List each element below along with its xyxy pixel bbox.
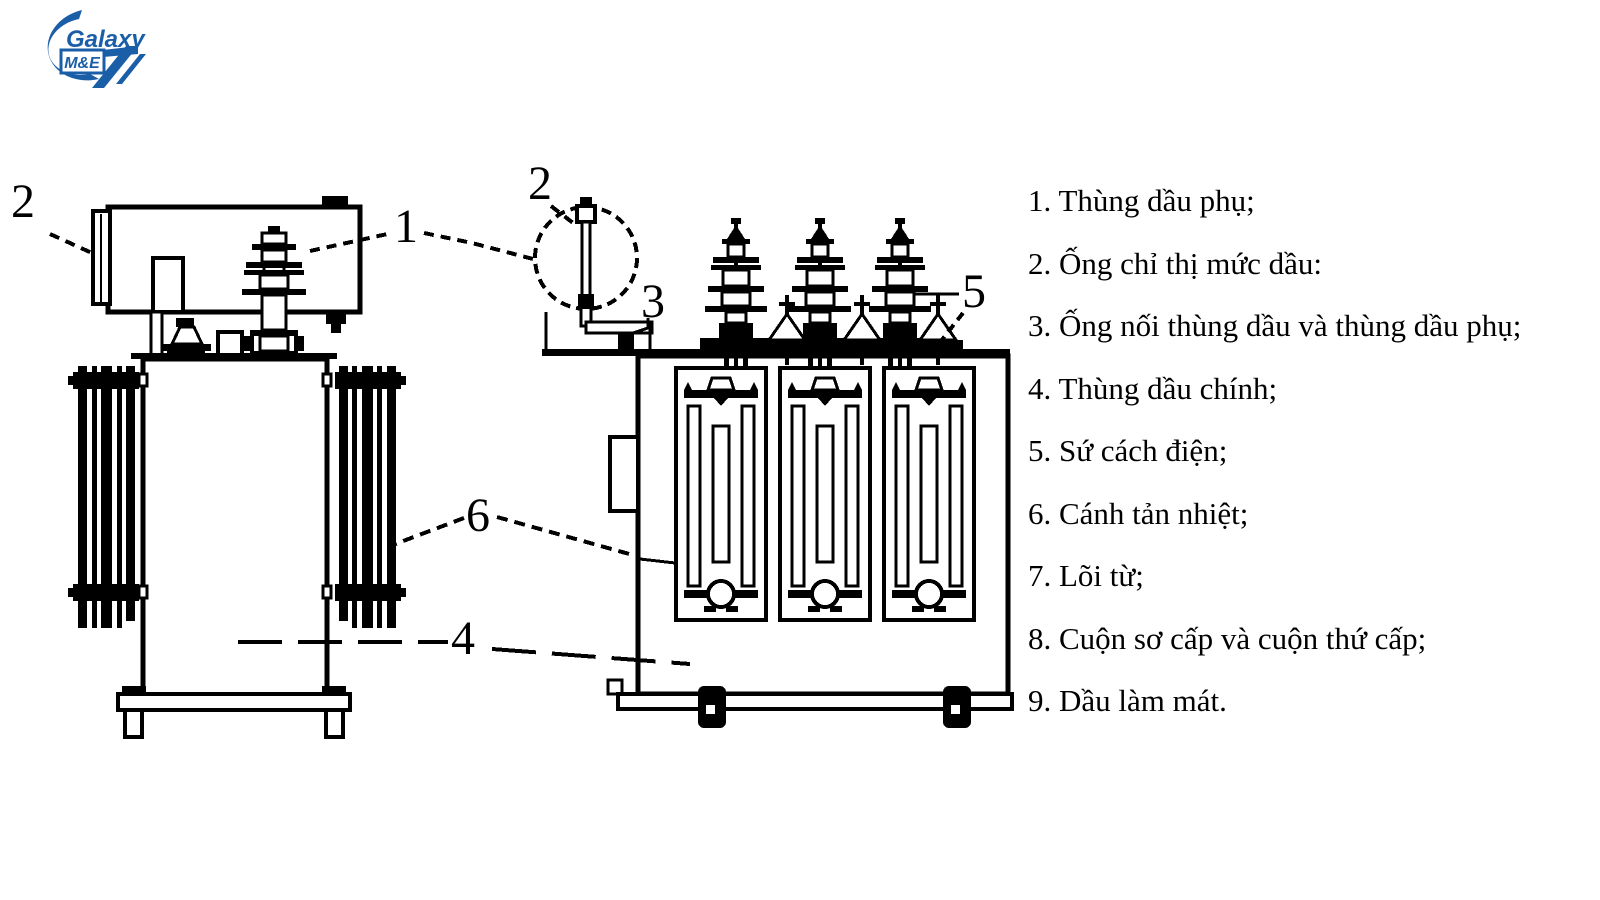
side-radiator-right bbox=[321, 366, 406, 628]
callout-3: 3 bbox=[641, 275, 665, 328]
front-tank-lid bbox=[542, 349, 1010, 356]
callout-5: 5 bbox=[962, 265, 986, 318]
side-lid-box bbox=[216, 330, 244, 357]
front-base bbox=[606, 678, 1014, 728]
logo-g-slash-small bbox=[116, 54, 146, 84]
oil-level-indicator bbox=[575, 197, 597, 309]
callout-2-right: 2 bbox=[528, 157, 552, 210]
legend-item-2: 2. Ống chỉ thị mức dầu: bbox=[1028, 245, 1323, 281]
logo-g-slash-big bbox=[92, 46, 138, 88]
galaxy-me-logo: Galaxy M&E bbox=[47, 10, 146, 88]
legend-item-1: 1. Thùng dầu phụ; bbox=[1028, 183, 1255, 219]
callout-leader-lines bbox=[49, 204, 965, 666]
front-view-transformer bbox=[533, 197, 1014, 728]
side-conservator-pipe bbox=[149, 256, 185, 357]
legend-list: 1. Thùng dầu phụ; 2. Ống chỉ thị mức dầu… bbox=[1028, 170, 1568, 733]
side-base bbox=[116, 686, 352, 739]
front-radiator-panels bbox=[674, 366, 976, 622]
logo-me-box bbox=[59, 48, 106, 75]
side-radiator-left bbox=[68, 366, 149, 628]
side-main-tank bbox=[140, 356, 330, 698]
legend-item-3: 3. Ống nối thùng dầu và thùng dầu phụ; bbox=[1028, 308, 1522, 344]
legend-item-5: 5. Sứ cách điện; bbox=[1028, 433, 1228, 469]
side-small-bushing bbox=[161, 318, 211, 355]
callout-6: 6 bbox=[466, 489, 490, 542]
callout-1: 1 bbox=[394, 200, 418, 253]
legend-item-6: 6. Cánh tản nhiệt; bbox=[1028, 495, 1249, 531]
front-hv-bushings bbox=[698, 216, 938, 370]
legend-item-4: 4. Thùng dầu chính; bbox=[1028, 370, 1278, 406]
legend-item-8: 8. Cuộn sơ cấp và cuộn thứ cấp; bbox=[1028, 620, 1427, 656]
side-hv-bushing bbox=[242, 226, 306, 357]
front-side-box bbox=[608, 435, 640, 513]
side-view-transformer bbox=[68, 196, 406, 739]
front-conservator-circle bbox=[533, 197, 654, 349]
callout-4: 4 bbox=[451, 612, 475, 665]
legend-item-7: 7. Lõi từ; bbox=[1028, 558, 1144, 594]
side-conservator-tank bbox=[91, 196, 363, 333]
legend-item-9: 9. Dầu làm mát. bbox=[1028, 683, 1227, 719]
logo-sub-text: M&E bbox=[64, 55, 101, 72]
callout-2-left: 2 bbox=[11, 175, 35, 228]
